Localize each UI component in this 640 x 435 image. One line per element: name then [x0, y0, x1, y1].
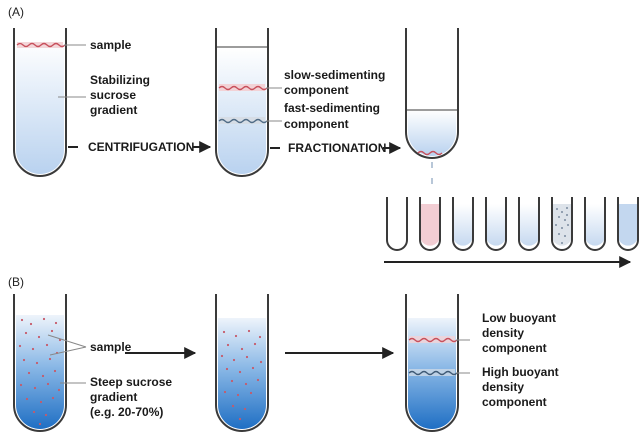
label-fractionation: FRACTIONATION: [288, 141, 386, 155]
tube-b3: [405, 294, 459, 432]
fraction-tube-7: [584, 197, 606, 251]
sample-dots-b1: [18, 317, 62, 426]
label-steep-3: (e.g. 20-70%): [90, 405, 163, 419]
tube-a3: [405, 28, 459, 184]
panel-a-label: (A): [8, 5, 24, 19]
label-low-1: Low buoyant: [482, 311, 556, 325]
tube-a1: [13, 28, 67, 177]
fraction-tube-1: [386, 197, 408, 251]
fraction-tubes: [386, 197, 639, 251]
label-high-3: component: [482, 395, 547, 409]
label-gradient-a-1: Stabilizing: [90, 73, 150, 87]
label-centrifugation: CENTRIFUGATION: [88, 140, 194, 154]
slow-band-a2: [218, 84, 268, 91]
leader-sample-b: [47, 334, 87, 356]
low-density-band: [408, 336, 458, 343]
fraction-tube-3: [452, 197, 474, 251]
label-low-2: density: [482, 326, 524, 340]
tube-b2: [215, 294, 269, 432]
tube-a2: [215, 28, 269, 177]
label-steep-2: gradient: [90, 390, 137, 404]
sample-dots-b2: [220, 329, 263, 421]
fraction-tube-5: [518, 197, 540, 251]
label-slow-2: component: [284, 83, 349, 97]
label-sample-a: sample: [90, 38, 132, 52]
fraction-tube-2: [419, 197, 441, 251]
fraction-tube-6: [551, 197, 573, 251]
fraction-tube-4: [485, 197, 507, 251]
high-density-band: [408, 369, 458, 376]
label-sample-b: sample: [90, 340, 132, 354]
label-fast-1: fast-sedimenting: [284, 101, 380, 115]
label-high-2: density: [482, 380, 524, 394]
label-gradient-a-3: gradient: [90, 103, 137, 117]
label-low-3: component: [482, 341, 547, 355]
label-high-1: High buoyant: [482, 365, 559, 379]
label-slow-1: slow-sedimenting: [284, 68, 385, 82]
label-steep-1: Steep sucrose: [90, 375, 172, 389]
fast-band-a2: [218, 117, 268, 124]
tube-b1: [13, 294, 67, 432]
panel-b-label: (B): [8, 275, 24, 289]
fraction-tube-8: [617, 197, 639, 251]
sample-band-a1: [16, 42, 66, 48]
label-gradient-a-2: sucrose: [90, 88, 136, 102]
label-fast-2: component: [284, 117, 349, 131]
